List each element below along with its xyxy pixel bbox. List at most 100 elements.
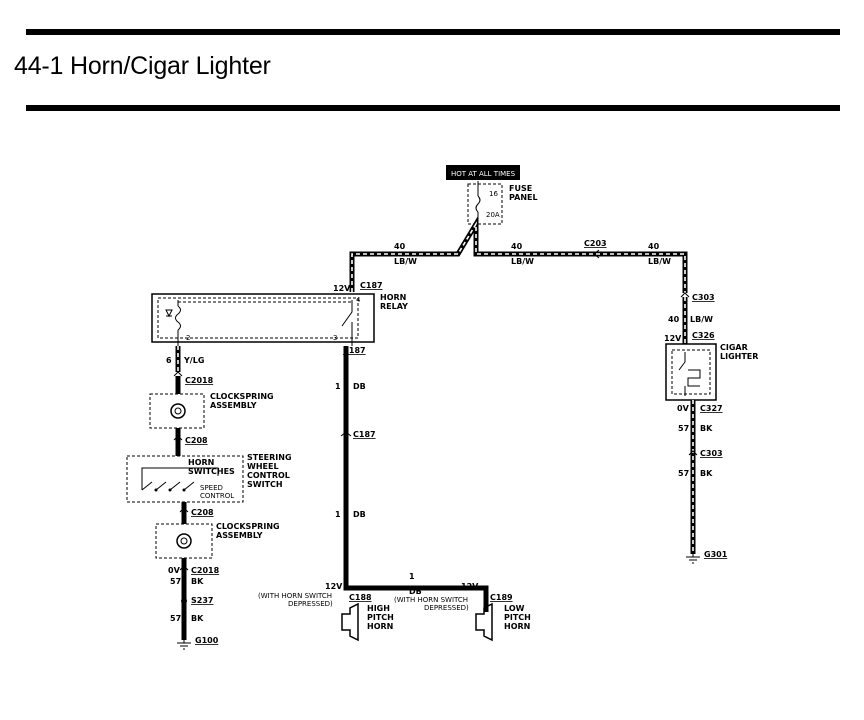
horn-switch-dot-3 xyxy=(182,488,186,492)
wire-label-57-c: 57 xyxy=(678,424,689,433)
horn-switch-bus xyxy=(141,467,219,490)
connector-c203: C203 xyxy=(584,239,607,248)
ground-g301-label: G301 xyxy=(704,550,728,559)
wire-color-db-c: DB xyxy=(409,587,422,596)
high-horn-icon xyxy=(341,602,359,642)
speed-control-label-1: SPEED xyxy=(200,484,223,492)
clockspring-lower-icon xyxy=(176,533,192,549)
steering-label-2: WHEEL xyxy=(247,462,279,471)
wire-1-db xyxy=(343,346,489,612)
horn-relay-label-1: HORN xyxy=(380,293,406,302)
voltage-relay-in: 12V xyxy=(333,284,351,293)
clockspring-upper-icon xyxy=(170,403,186,419)
connector-c303-lower: C303 xyxy=(700,449,723,458)
horn-switch-dot-1 xyxy=(154,488,158,492)
relay-pin-2: 2 xyxy=(186,334,190,342)
cigar-lighter-label-1: CIGAR xyxy=(720,343,748,352)
wire-label-40-d: 40 xyxy=(668,315,680,324)
connector-c208-upper: C208 xyxy=(185,436,208,445)
wire-color-db-a: DB xyxy=(353,382,366,391)
cigar-lighter-switch-icon xyxy=(678,352,686,371)
connector-c187-mid: C187 xyxy=(343,346,366,355)
speed-control-label-2: CONTROL xyxy=(200,492,234,500)
wire-color-lbw-c: LB/W xyxy=(648,257,671,266)
voltage-high-horn: 12V xyxy=(325,582,343,591)
clockspring-upper-label-1: CLOCKSPRING xyxy=(210,392,274,401)
connector-c2018-upper: C2018 xyxy=(185,376,214,385)
splice-s237 xyxy=(181,598,187,604)
cigar-lighter-inner xyxy=(671,349,711,395)
horn-switches-label-1: HORN xyxy=(188,458,214,467)
clockspring-upper-box xyxy=(149,393,205,429)
connector-c188: C188 xyxy=(349,593,372,602)
wire-color-ylg: Y/LG xyxy=(183,356,204,365)
wire-label-40-a: 40 xyxy=(394,242,406,251)
relay-contact-icon xyxy=(341,300,353,327)
wire-label-57-b: 57 xyxy=(170,614,181,623)
connector-c2018-lower-mark xyxy=(179,565,189,571)
high-horn-label-1: HIGH xyxy=(367,604,390,613)
wire-color-bk-a: BK xyxy=(191,577,204,586)
connector-c203-mark xyxy=(593,249,600,259)
ground-g301-icon xyxy=(686,556,700,564)
bottom-rule xyxy=(26,105,840,111)
low-horn-icon xyxy=(475,602,493,642)
connector-c303-upper: C303 xyxy=(692,293,715,302)
low-horn-condition-1: (WITH HORN SWITCH xyxy=(394,596,468,604)
connector-c208-lower-mark xyxy=(179,507,189,513)
voltage-clockspring-out: 0V xyxy=(168,566,181,575)
connector-c208-upper-mark xyxy=(173,435,183,441)
fuse-panel xyxy=(467,183,503,225)
horn-relay-box xyxy=(151,293,375,343)
fuse-rating: 20A xyxy=(486,211,500,219)
wire-label-57-a: 57 xyxy=(170,577,181,586)
connector-c303-upper-mark xyxy=(680,292,690,298)
wire-label-1-a: 1 xyxy=(335,382,341,391)
cigar-lighter-element-icon xyxy=(684,369,701,396)
high-horn-condition-2: DEPRESSED) xyxy=(288,600,333,608)
horn-relay-label-2: RELAY xyxy=(380,302,408,311)
low-horn-condition-2: DEPRESSED) xyxy=(424,604,469,612)
connector-c187-lower: C187 xyxy=(353,430,376,439)
page-title: 44-1 Horn/Cigar Lighter xyxy=(14,52,271,80)
connector-c187-lower-mark xyxy=(340,431,352,437)
wire-label-1-c: 1 xyxy=(409,572,415,581)
relay-pin-3: 3 xyxy=(333,334,337,342)
cigar-lighter-label-2: LIGHTER xyxy=(720,352,758,361)
high-horn-label-3: HORN xyxy=(367,622,393,631)
power-source-label: HOT AT ALL TIMES xyxy=(451,170,516,178)
wire-label-57-d: 57 xyxy=(678,469,689,478)
connector-c303-lower-mark xyxy=(688,450,698,456)
wire-label-40-b: 40 xyxy=(511,242,523,251)
clockspring-lower-label-2: ASSEMBLY xyxy=(216,531,263,540)
wire-color-lbw-b: LB/W xyxy=(511,257,534,266)
wire-color-db-b: DB xyxy=(353,510,366,519)
clockspring-lower-icon-core xyxy=(180,537,188,545)
wire-label-1-b: 1 xyxy=(335,510,341,519)
wire-color-lbw-d: LB/W xyxy=(690,315,713,324)
low-horn-label-3: HORN xyxy=(504,622,530,631)
fuse-panel-label-2: PANEL xyxy=(509,193,538,202)
wire-color-bk-d: BK xyxy=(700,469,713,478)
voltage-lighter-out: 0V xyxy=(677,404,690,413)
relay-coil-icon xyxy=(175,305,181,331)
connector-c326: C326 xyxy=(692,331,715,340)
clockspring-upper-label-2: ASSEMBLY xyxy=(210,401,257,410)
ground-g100-icon xyxy=(177,642,191,650)
ground-g100-label: G100 xyxy=(195,636,219,645)
connector-c2018-lower: C2018 xyxy=(191,566,220,575)
fuse-panel-label-1: FUSE xyxy=(509,184,532,193)
high-horn-label-2: PITCH xyxy=(367,613,394,622)
wire-label-6: 6 xyxy=(166,356,172,365)
horn-switch-dot-2 xyxy=(168,488,172,492)
connector-c327: C327 xyxy=(700,404,723,413)
horn-switches-label-2: SWITCHES xyxy=(188,467,235,476)
relay-diode-icon xyxy=(165,309,173,318)
low-horn-label-1: LOW xyxy=(504,604,525,613)
connector-c189: C189 xyxy=(490,593,513,602)
horn-relay-inner xyxy=(157,297,359,339)
voltage-low-horn: 12V xyxy=(461,582,479,591)
connector-c2018-upper-mark xyxy=(173,371,183,377)
horn-switch-contacts xyxy=(141,481,195,491)
